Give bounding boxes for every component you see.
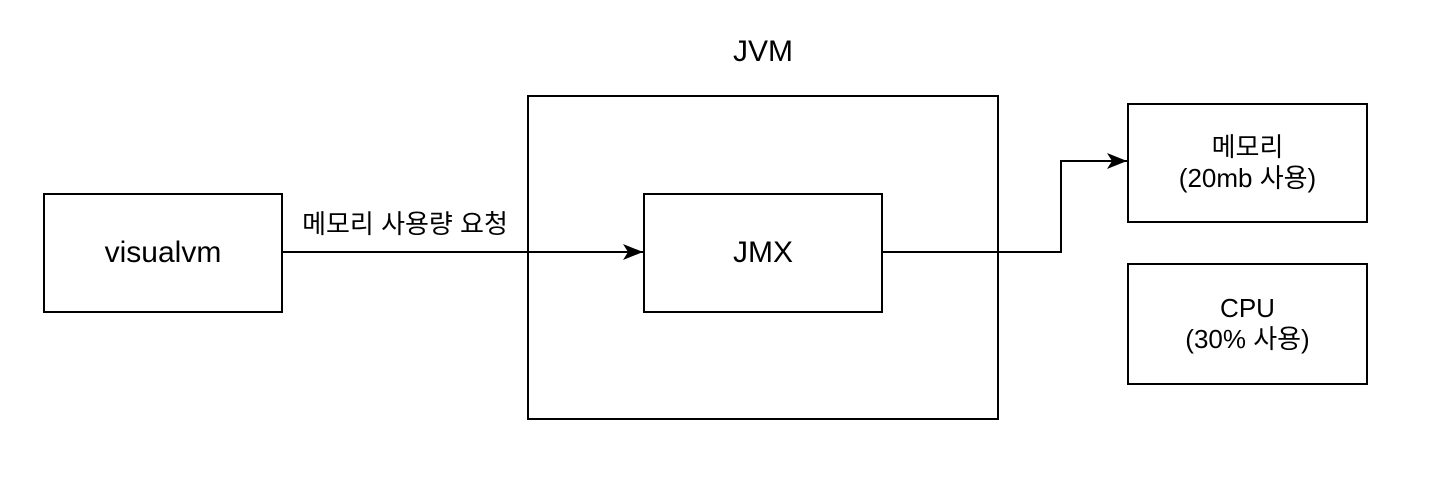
node-cpu: CPU (30% 사용) — [1127, 263, 1368, 385]
memory-label-line2: (20mb 사용) — [1178, 163, 1317, 193]
node-jmx: JMX — [643, 193, 883, 313]
jmx-label: JMX — [733, 236, 793, 269]
cpu-label-line2: (30% 사용) — [1185, 324, 1310, 354]
memory-label-line1: 메모리 — [1211, 132, 1284, 162]
node-visualvm: visualvm — [43, 193, 283, 313]
visualvm-label: visualvm — [104, 236, 222, 269]
jvm-group-title: JVM — [733, 35, 793, 68]
cpu-label-line1: CPU — [1220, 293, 1275, 323]
node-memory: 메모리 (20mb 사용) — [1127, 103, 1368, 223]
edge-label-memory-usage-request: 메모리 사용량 요청 — [302, 209, 508, 239]
jvm-group-box — [527, 95, 999, 420]
